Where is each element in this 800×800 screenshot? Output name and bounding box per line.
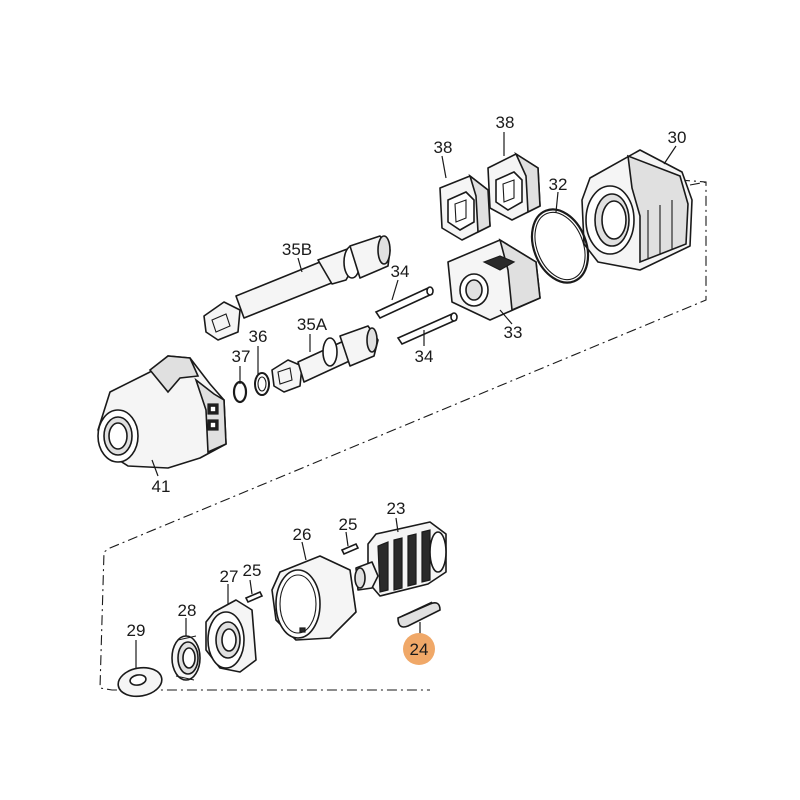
callout-38-left[interactable]: 38 <box>434 138 453 157</box>
callout-37[interactable]: 37 <box>232 347 251 366</box>
callout-38-right[interactable]: 38 <box>496 113 515 132</box>
callout-29[interactable]: 29 <box>127 621 146 640</box>
part-25-pin-upper[interactable] <box>340 542 360 556</box>
callout-34-lower[interactable]: 34 <box>415 347 434 366</box>
callout-35a[interactable]: 35A <box>297 315 328 334</box>
callout-25-lower[interactable]: 25 <box>243 561 262 580</box>
callout-28[interactable]: 28 <box>178 601 197 620</box>
callout-26[interactable]: 26 <box>293 525 312 544</box>
callout-34-upper[interactable]: 34 <box>391 262 410 281</box>
part-36-ring[interactable] <box>254 372 270 396</box>
callout-33[interactable]: 33 <box>504 323 523 342</box>
callout-30[interactable]: 30 <box>668 128 687 147</box>
part-26-cylinder[interactable] <box>271 555 357 641</box>
part-30-motor-housing[interactable] <box>581 149 693 271</box>
callout-27[interactable]: 27 <box>220 567 239 586</box>
part-34-pin-lower[interactable] <box>396 312 458 346</box>
leader-lines <box>135 132 677 668</box>
part-41-front-housing[interactable] <box>97 355 227 469</box>
part-37-ring[interactable] <box>232 380 248 404</box>
callout-41[interactable]: 41 <box>152 477 171 496</box>
part-34-pin-upper[interactable] <box>374 286 434 320</box>
part-27-end-plate[interactable] <box>205 599 257 673</box>
callout-23[interactable]: 23 <box>387 499 406 518</box>
callout-24-highlighted[interactable]: 24 <box>410 640 429 659</box>
highlight-circle-24 <box>403 633 435 665</box>
part-38-vane-block-right[interactable] <box>487 151 541 221</box>
part-29-washer[interactable] <box>116 664 164 699</box>
part-35b-anvil[interactable] <box>203 235 391 341</box>
part-33-hammer-cage[interactable] <box>447 238 541 321</box>
callout-labels: 30 38 38 32 35B 34 33 36 35A 37 34 41 23… <box>127 113 687 659</box>
part-23-rotor[interactable] <box>354 521 447 597</box>
part-24-rotor-blade[interactable] <box>397 601 441 628</box>
callout-32[interactable]: 32 <box>549 175 568 194</box>
part-38-vane-block-left[interactable] <box>439 173 491 241</box>
callout-35b[interactable]: 35B <box>282 240 312 259</box>
callout-36[interactable]: 36 <box>249 327 268 346</box>
part-32-o-ring[interactable] <box>522 201 599 291</box>
part-35a-anvil[interactable] <box>271 325 379 393</box>
part-25-pin-lower[interactable] <box>244 590 264 604</box>
part-28-bearing[interactable] <box>171 635 201 681</box>
assembly-path-line <box>99 179 707 691</box>
callout-25-upper[interactable]: 25 <box>339 515 358 534</box>
